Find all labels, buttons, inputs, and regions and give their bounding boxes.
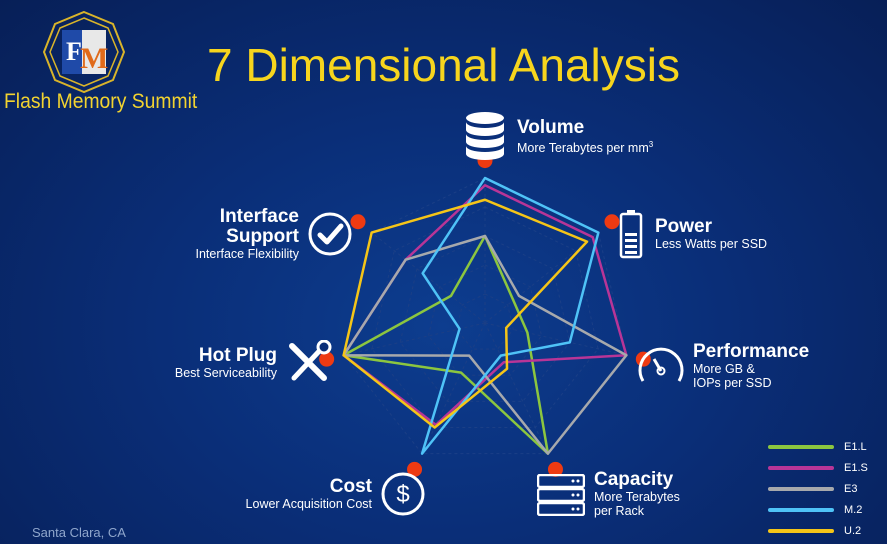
- axis-marker-hotplug: [319, 351, 335, 367]
- database-icon: [466, 112, 504, 160]
- legend-label: U.2: [844, 524, 862, 537]
- legend-item: E1.S: [768, 457, 868, 478]
- svg-text:$: $: [396, 481, 409, 508]
- legend-item: U.2: [768, 520, 868, 541]
- axis-title-interface-2: Support: [226, 226, 299, 247]
- axis-title-hotplug: Hot Plug: [198, 345, 277, 366]
- axis-label-performance: Performance More GB & IOPs per SSD: [693, 341, 810, 391]
- axis-subtitle-performance-2: IOPs per SSD: [693, 376, 772, 390]
- grid-spoke: [484, 322, 627, 356]
- axis-label-cost: Cost Lower Acquisition Cost: [245, 476, 372, 512]
- legend-item: E1.L: [768, 436, 868, 457]
- axis-subtitle-capacity-2: per Rack: [594, 504, 645, 518]
- axis-title-volume: Volume: [517, 117, 585, 138]
- logo-text: Flash Memory Summit: [4, 90, 198, 113]
- legend-label: E1.L: [844, 440, 867, 453]
- axis-title-capacity: Capacity: [594, 469, 674, 490]
- axis-label-hotplug: Hot Plug Best Serviceability: [174, 345, 277, 381]
- grid-ring: [399, 235, 571, 402]
- svg-text:F: F: [66, 37, 82, 66]
- legend-label: M.2: [844, 503, 863, 516]
- axis-title-power: Power: [655, 216, 713, 237]
- axis-marker-power: [604, 214, 620, 230]
- axis-subtitle-power: Less Watts per SSD: [655, 237, 768, 251]
- axis-title-cost: Cost: [329, 476, 372, 497]
- axis-subtitle-performance-1: More GB &: [693, 362, 755, 376]
- checkmark-icon: [308, 212, 352, 256]
- battery-icon: [619, 210, 643, 259]
- legend-swatch: [768, 486, 834, 491]
- svg-text:M: M: [80, 42, 108, 75]
- axis-marker-interface: [350, 214, 366, 230]
- grid-spoke: [343, 322, 486, 356]
- wrench-screwdriver-icon: [289, 340, 332, 381]
- dollar-icon: $: [381, 472, 425, 516]
- gauge-icon: [638, 347, 684, 382]
- legend-item: E3: [768, 478, 868, 499]
- axis-subtitle-interface: Interface Flexibility: [195, 247, 299, 261]
- axis-subtitle-cost: Lower Acquisition Cost: [245, 497, 372, 511]
- legend-swatch: [768, 528, 834, 533]
- axis-label-power: Power Less Watts per SSD: [655, 216, 768, 252]
- grid-spoke: [484, 322, 549, 454]
- grid-spoke: [371, 232, 486, 324]
- page-title: 7 Dimensional Analysis: [206, 39, 680, 91]
- footer-location: Santa Clara, CA: [32, 525, 126, 540]
- legend-swatch: [768, 507, 834, 512]
- legend-swatch: [768, 465, 834, 470]
- legend-item: M.2: [768, 499, 868, 520]
- axis-marker-cost: [407, 461, 423, 477]
- axis-label-capacity: Capacity More Terabytes per Rack: [594, 469, 680, 519]
- series-line-e3: [342, 234, 628, 455]
- grid-ring: [456, 293, 514, 350]
- grid-spoke: [484, 232, 599, 324]
- series-line-u2: [342, 198, 589, 429]
- axis-label-interface: Interface Support Interface Flexibility: [195, 206, 299, 262]
- series-line-e1l: [342, 234, 550, 455]
- axis-title-interface-1: Interface: [219, 206, 299, 227]
- flash-memory-summit-logo: F M: [42, 10, 126, 94]
- legend-label: E3: [844, 482, 858, 495]
- axis-title-performance: Performance: [693, 341, 810, 362]
- server-rack-icon: [537, 474, 585, 516]
- legend-swatch: [768, 444, 834, 449]
- legend-label: E1.S: [844, 461, 868, 474]
- grid-spoke: [421, 322, 486, 454]
- axis-subtitle-hotplug: Best Serviceability: [174, 366, 277, 380]
- axis-subtitle-volume: More Terabytes per mm3: [517, 140, 654, 156]
- axis-subtitle-capacity-1: More Terabytes: [594, 490, 680, 504]
- axis-marker-capacity: [547, 461, 563, 477]
- axis-label-volume: Volume More Terabytes per mm3: [517, 117, 654, 156]
